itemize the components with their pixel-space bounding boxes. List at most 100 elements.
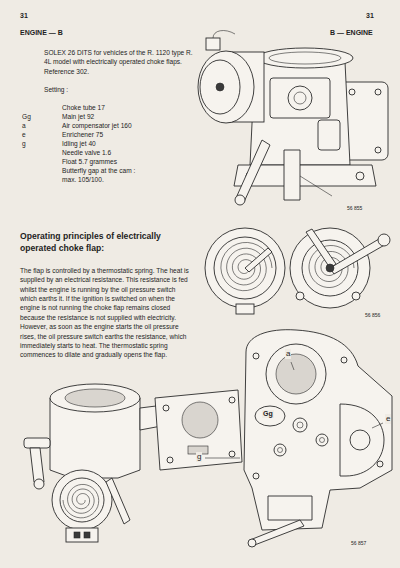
gasket-part	[182, 402, 218, 438]
setting-value: Needle valve 1.6	[62, 149, 111, 157]
setting-heading: Setting :	[44, 86, 68, 94]
setting-letter: g	[22, 140, 26, 148]
carburettor-side-view-part	[216, 83, 224, 91]
choke-housing-detail-part	[296, 292, 304, 300]
figure-number: 56 857	[350, 540, 367, 546]
setting-value: Choke tube 17	[62, 104, 105, 112]
carburettor-top-view	[205, 330, 392, 547]
carburettor-side-view	[198, 31, 388, 205]
carburettor-side-view-part	[294, 92, 306, 104]
carburettor-side-view-part	[206, 38, 220, 50]
gasket	[155, 390, 242, 470]
setting-value: Enrichener 75	[62, 131, 103, 139]
choke-housing-detail-part	[214, 237, 276, 299]
section-heading: Operating principles of electrically ope…	[20, 230, 195, 255]
carburettor-top-view-part	[291, 362, 294, 370]
figure-number: 56 855	[346, 205, 363, 211]
carburettor-side-view-part	[270, 78, 330, 118]
carburettor-side-view-part	[375, 89, 381, 95]
carburettor-front-view-part	[63, 484, 99, 517]
carburettor-front-view-part	[66, 528, 98, 542]
setting-value: Butterfly gap at the cam :	[62, 167, 135, 175]
carburettor-top-view-part	[255, 406, 285, 426]
choke-housing-detail-part	[326, 264, 334, 272]
carburettor-side-view-part	[236, 140, 270, 202]
carburettor-side-view-part	[198, 51, 254, 123]
callout-letter: g	[196, 452, 202, 462]
carburettor-top-view-part	[248, 539, 256, 547]
carburettor-top-view-part	[341, 357, 347, 363]
carburettor-side-view-part	[257, 48, 353, 68]
setting-value: Main jet 92	[62, 113, 94, 121]
carburettor-front-view-part	[106, 478, 130, 524]
choke-housing-detail-part	[352, 292, 360, 300]
carburettor-side-view-part	[318, 120, 340, 150]
gasket-part	[229, 451, 235, 457]
choke-housing-detail-part	[378, 234, 390, 246]
carburettor-front-view-part	[34, 479, 44, 489]
choke-housing-detail-part	[306, 229, 336, 268]
intro-text: SOLEX 26 DITS for vehicles of the R. 112…	[44, 48, 194, 76]
choke-housing-detail-part	[205, 228, 285, 308]
carburettor-top-view-part	[293, 418, 307, 432]
choke-housing-detail-part	[245, 248, 272, 272]
carburettor-side-view-part	[213, 31, 235, 38]
setting-letter: e	[22, 131, 26, 139]
callout-letter: a	[285, 349, 291, 359]
carburettor-top-view-part	[205, 458, 240, 459]
carburettor-top-view-part	[278, 448, 283, 453]
carburettor-front-view-part	[65, 389, 125, 407]
gasket-part	[167, 457, 173, 463]
carburettor-top-view-part	[268, 496, 312, 520]
carburettor-top-view-part	[250, 520, 304, 546]
choke-housing-detail-part	[290, 228, 370, 308]
carburettor-side-view-part	[356, 172, 364, 180]
gasket-part	[155, 390, 242, 470]
carburettor-top-view-part	[253, 473, 259, 479]
carburettor-top-view-part	[274, 444, 286, 456]
carburettor-side-view-part	[200, 60, 240, 114]
section-header: B — ENGINE	[330, 29, 373, 37]
carburettor-front-view-part	[24, 438, 50, 448]
setting-letter: Gg	[22, 113, 31, 121]
carburettor-side-view-part	[300, 176, 332, 196]
carburettor-front-view-part	[52, 470, 112, 530]
setting-letter: a	[22, 122, 26, 130]
section-header: ENGINE — B	[20, 29, 63, 37]
carburettor-side-view-part	[375, 147, 381, 153]
choke-housing-detail-part	[302, 240, 358, 296]
carburettor-top-view-part	[320, 438, 325, 443]
carburettor-top-view-part	[276, 354, 316, 394]
carburettor-side-view-part	[288, 86, 312, 110]
choke-housing-detail	[205, 228, 390, 314]
carburettor-top-view-part	[372, 423, 383, 428]
figure-number: 56 856	[364, 312, 381, 318]
carburettor-side-view-part	[284, 150, 300, 200]
carburettor-top-view-part	[244, 330, 392, 530]
setting-value: Air compensator jet 160	[62, 122, 132, 130]
carburettor-front-view-part	[60, 478, 104, 522]
carburettor-top-view-part	[253, 353, 259, 359]
carburettor-top-view-part	[297, 422, 303, 428]
carburettor-top-view-part	[340, 404, 384, 476]
gasket-part	[229, 397, 235, 403]
carburettor-side-view-part	[349, 89, 355, 95]
carburettor-front-view-part	[30, 448, 44, 482]
setting-value: Float 5.7 grammes	[62, 158, 117, 166]
callout-letter: Gg	[262, 410, 274, 418]
carburettor-top-view-part	[377, 461, 383, 467]
carburettor-side-view-part	[235, 195, 245, 205]
carburettor-top-view-part	[350, 430, 370, 450]
page-number: 31	[366, 12, 374, 20]
carburettor-top-view-part	[316, 434, 328, 446]
carburettor-top-view-part	[266, 344, 326, 404]
choke-housing-detail-part	[236, 304, 254, 314]
carburettor-front-view-part	[74, 532, 80, 538]
choke-housing-detail-part	[221, 242, 272, 290]
setting-value: max. 105/100.	[62, 176, 104, 184]
carburettor-front-view	[24, 384, 172, 542]
gasket-part	[163, 405, 169, 411]
carburettor-front-view-part	[84, 532, 90, 538]
